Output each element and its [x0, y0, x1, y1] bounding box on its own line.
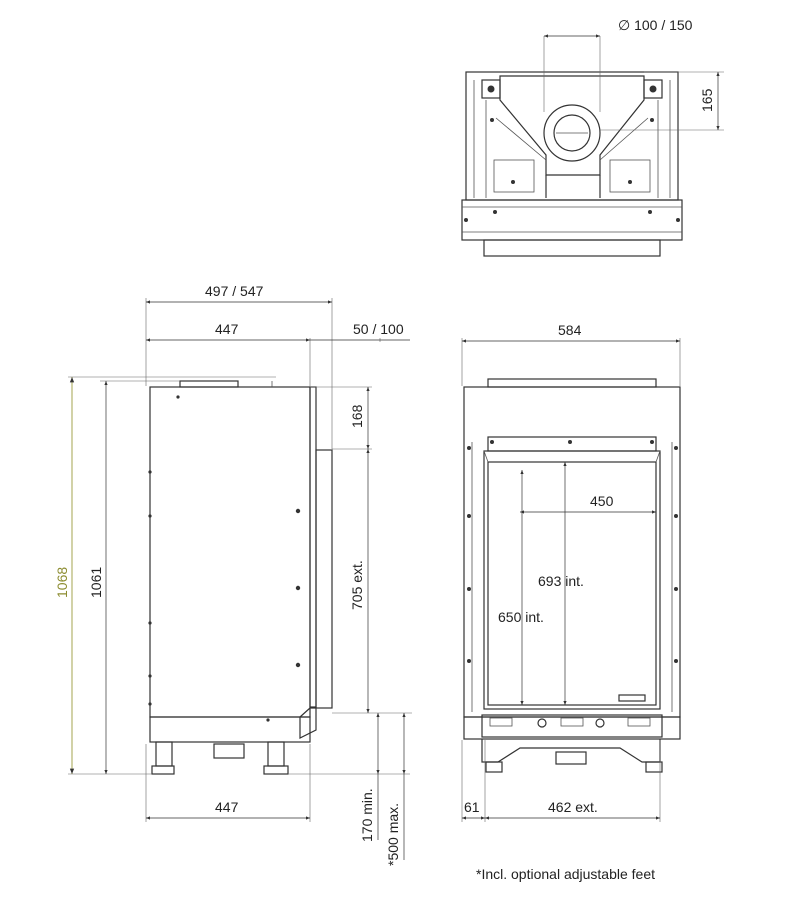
feet-max-label: *500 max. [385, 803, 401, 866]
body-depth-top-label: 447 [215, 321, 239, 337]
top-offset-label: 168 [349, 404, 365, 428]
glass-width-label: 450 [590, 493, 614, 509]
flue-depth-label: 165 [699, 88, 715, 112]
feet-min-label: 170 min. [359, 788, 375, 842]
top-view: ∅ 100 / 150 165 [461, 17, 724, 257]
glass-int-height-2-label: 650 int. [498, 609, 544, 625]
body-depth-bottom-label: 447 [215, 799, 239, 815]
front-view: 584 450 693 int. 650 int. 61 462 ext. [461, 322, 681, 822]
glass-int-height-label: 693 int. [538, 573, 584, 589]
overall-height-label: 1068 [54, 567, 70, 598]
frame-depth-label: 50 / 100 [353, 321, 404, 337]
front-width-label: 584 [558, 322, 582, 338]
flue-diameter-label: ∅ 100 / 150 [618, 17, 693, 33]
glass-ext-label: 705 ext. [349, 560, 365, 610]
side-offset-label: 61 [464, 799, 480, 815]
total-depth-label: 497 / 547 [205, 283, 264, 299]
side-view: 497 / 547 447 50 / 100 168 705 ext. 170 … [54, 283, 412, 866]
footnote: *Incl. optional adjustable feet [476, 866, 656, 882]
glass-ext-width-label: 462 ext. [548, 799, 598, 815]
height-label: 1061 [88, 567, 104, 598]
